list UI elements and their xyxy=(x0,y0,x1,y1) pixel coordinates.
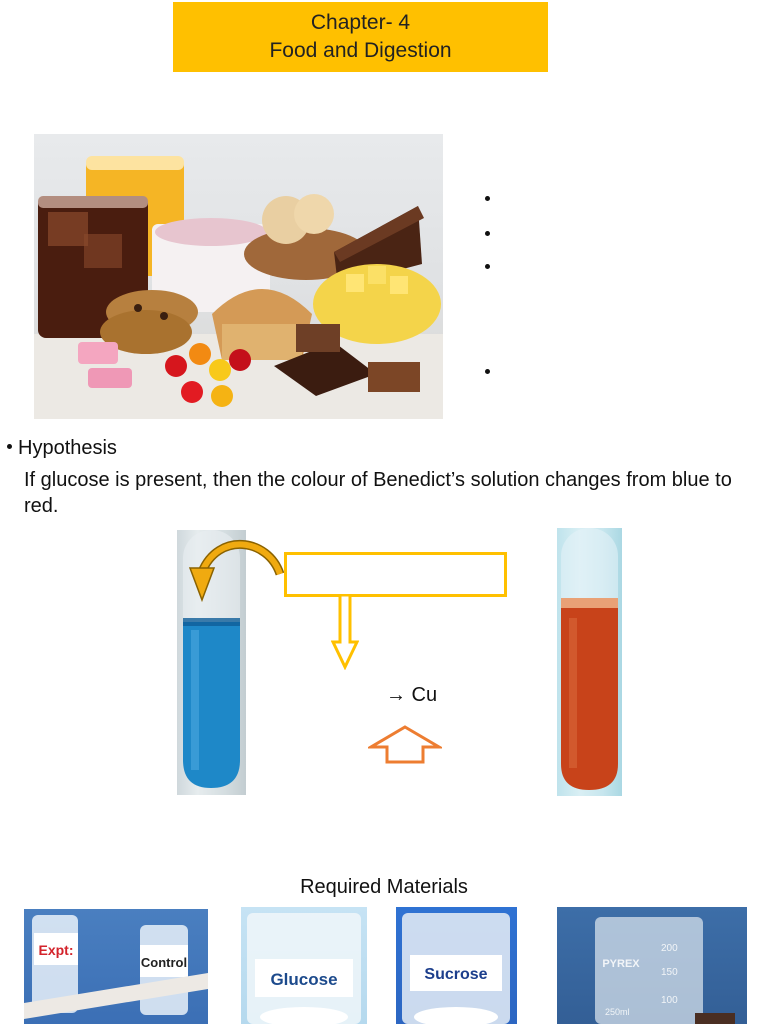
test-tube-blue xyxy=(177,530,246,795)
label-box xyxy=(284,552,507,597)
bullet-point xyxy=(485,264,490,269)
title-banner: Chapter- 4 Food and Digestion xyxy=(173,2,548,72)
benedict-solution xyxy=(183,622,240,788)
gummy-bear xyxy=(211,385,233,407)
food-illustration xyxy=(34,156,443,419)
gummy-bear xyxy=(189,343,211,365)
chapter-number: Chapter- 4 xyxy=(310,11,411,34)
gummy-bear xyxy=(229,349,251,371)
gummy-bear xyxy=(209,359,231,381)
pineapple-chunk xyxy=(368,266,386,284)
ice-cube xyxy=(84,234,122,268)
mark-150: 150 xyxy=(661,967,678,978)
measuring-beaker-photo: PYREX 200 150 100 250ml xyxy=(557,907,747,1024)
cookie xyxy=(100,310,192,354)
bullet-point xyxy=(7,444,12,450)
pineapple-chunk xyxy=(390,276,408,294)
cake-top xyxy=(334,206,424,262)
mark-100: 100 xyxy=(661,995,678,1006)
yogurt-cup xyxy=(152,224,270,312)
wafer-bar xyxy=(368,362,420,392)
glucose-beaker-photo: Glucose xyxy=(241,907,367,1024)
sucrose-label: Sucrose xyxy=(424,966,487,983)
expt-label: Expt: xyxy=(39,942,74,958)
pineapple-bowl xyxy=(313,264,441,344)
food-photo xyxy=(34,134,443,419)
mark-200: 200 xyxy=(661,943,678,954)
sucrose-beaker-photo: Sucrose xyxy=(396,907,517,1024)
pink-candy xyxy=(88,368,132,388)
solution-meniscus xyxy=(183,618,240,626)
precipitate-meniscus xyxy=(561,598,618,608)
test-tubes-in-rack-photo: Expt: Control xyxy=(24,909,208,1024)
test-tube-red xyxy=(557,528,622,796)
bullet-point xyxy=(485,231,490,236)
down-arrow-icon xyxy=(331,594,359,670)
materials-heading: Required Materials xyxy=(300,876,468,898)
ice-cube xyxy=(48,212,88,246)
control-label: Control xyxy=(141,955,187,970)
hypothesis-heading: Hypothesis xyxy=(7,435,117,461)
pink-candy xyxy=(78,342,118,364)
gummy-bear xyxy=(165,355,187,377)
gummy-bear xyxy=(181,381,203,403)
pyrex-label: PYREX xyxy=(602,958,640,970)
glucose-label: Glucose xyxy=(270,970,337,989)
copper-label: → Cu xyxy=(386,684,438,706)
yogurt-top xyxy=(155,218,267,246)
volume-label: 250ml xyxy=(605,1007,630,1017)
bullet-point xyxy=(485,196,490,201)
chocolate-bar xyxy=(274,342,376,396)
chip xyxy=(294,194,334,234)
chapter-title: Food and Digestion xyxy=(269,39,452,62)
cola-glass-rim xyxy=(38,196,148,208)
chocolate-piece xyxy=(296,324,340,352)
pineapple-chunk xyxy=(346,274,364,292)
hypothesis-label: Hypothesis xyxy=(18,437,117,459)
bullet-point xyxy=(485,369,490,374)
red-precipitate xyxy=(561,602,618,790)
up-arrow-icon xyxy=(368,725,442,764)
hypothesis-text: If glucose is present, then the colour o… xyxy=(24,469,732,517)
curved-arrow-icon xyxy=(188,540,285,603)
juice-glass-rim xyxy=(86,156,184,170)
